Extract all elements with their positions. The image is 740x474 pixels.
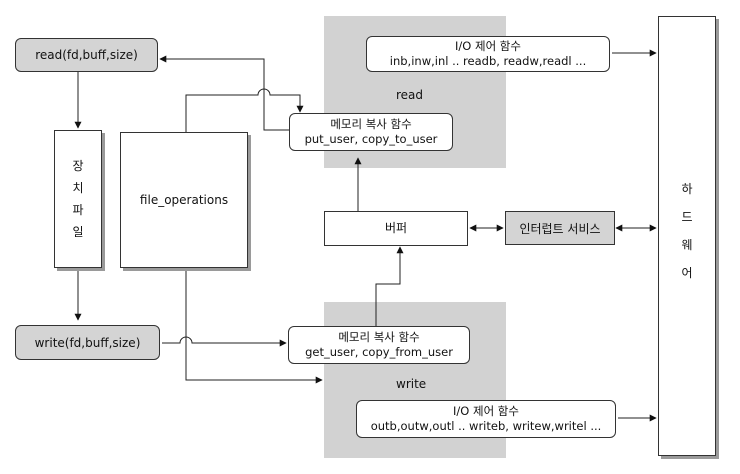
read-call-label: read(fd,buff,size) <box>35 48 138 62</box>
interrupt-service-box: 인터럽트 서비스 <box>505 211 615 245</box>
device-file-char-4: 일 <box>72 225 84 239</box>
read-io-box: I/O 제어 함수 inb,inw,inl .. readb, readw,re… <box>366 36 610 72</box>
write-call-box: write(fd,buff,size) <box>15 325 160 360</box>
write-call-label: write(fd,buff,size) <box>34 335 141 350</box>
file-operations-label: file_operations <box>139 192 229 207</box>
arrow-copy-to-read <box>159 55 290 131</box>
read-copy-funcs: put_user, copy_to_user <box>304 132 438 146</box>
device-file-box: 장 치 파 일 <box>54 130 102 268</box>
device-file-char-1: 장 <box>72 159 84 173</box>
write-copy-funcs: get_user, copy_from_user <box>305 345 453 359</box>
hardware-char-2: 드 <box>681 210 693 224</box>
write-copy-box: 메모리 복사 함수 get_user, copy_from_user <box>288 326 470 364</box>
read-io-title: I/O 제어 함수 <box>455 39 521 53</box>
write-io-funcs: outb,outw,outl .. writeb, writew,writel … <box>370 419 602 433</box>
file-operations-box: file_operations <box>120 132 248 268</box>
write-io-title: I/O 제어 함수 <box>453 404 519 418</box>
read-copy-title: 메모리 복사 함수 <box>330 117 412 131</box>
arrow-copy-to-buffer <box>375 246 404 326</box>
buffer-box: 버퍼 <box>324 211 468 246</box>
arrow-write-to-copy <box>162 336 287 347</box>
line-fileops-to-read <box>185 88 304 135</box>
write-copy-title: 메모리 복사 함수 <box>338 330 420 344</box>
hardware-char-4: 어 <box>681 266 693 280</box>
interrupt-service-label: 인터럽트 서비스 <box>519 221 601 236</box>
read-call-box: read(fd,buff,size) <box>15 38 158 72</box>
read-io-funcs: inb,inw,inl .. readb, readw,readl ... <box>389 54 587 68</box>
read-copy-box: 메모리 복사 함수 put_user, copy_to_user <box>289 113 453 151</box>
write-io-box: I/O 제어 함수 outb,outw,outl .. writeb, writ… <box>356 400 616 438</box>
device-file-char-3: 파 <box>72 203 84 217</box>
hardware-char-1: 하 <box>681 182 693 196</box>
device-file-char-2: 치 <box>72 181 84 195</box>
buffer-label: 버퍼 <box>384 221 408 235</box>
hardware-box: 하 드 웨 어 <box>658 16 716 456</box>
write-region-label: write <box>396 377 427 391</box>
line-fileops-to-write <box>185 268 323 384</box>
hardware-char-3: 웨 <box>681 238 693 252</box>
read-region-label: read <box>396 88 424 102</box>
